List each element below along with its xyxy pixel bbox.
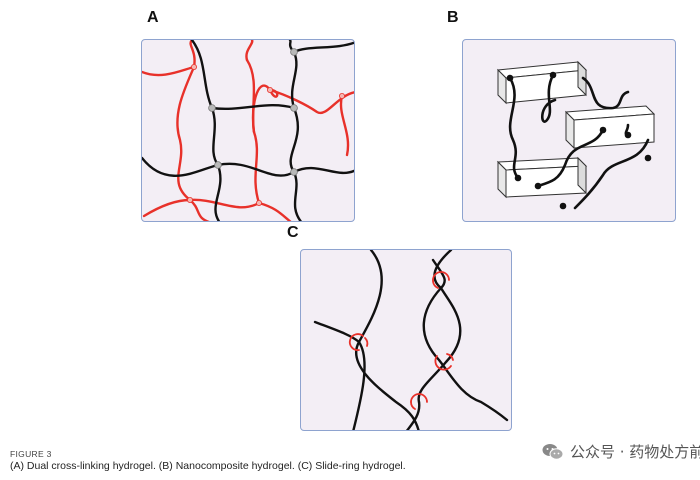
slide-ring [432, 271, 450, 281]
nanosheet-middle [564, 105, 656, 150]
chain-end [549, 71, 557, 79]
red-chain [188, 198, 261, 209]
nanosheet-bottom [496, 156, 588, 199]
red-crosslink-node [338, 93, 345, 100]
black-chain [216, 162, 296, 177]
black-chain [292, 170, 303, 221]
red-chain [176, 65, 196, 202]
slide-ring-network [313, 250, 509, 430]
crosslink-node [290, 104, 298, 112]
crosslink-node [290, 168, 298, 176]
red-crosslink-node [191, 63, 198, 70]
polymer-chain [355, 250, 420, 430]
chain-end [559, 202, 567, 210]
nanocomposite-network [496, 60, 656, 210]
polymer-chain [573, 138, 650, 210]
black-chain [292, 166, 354, 175]
slide-ring [364, 337, 369, 347]
nanosheet-top [496, 60, 588, 105]
black-chain [142, 156, 220, 177]
black-chain [210, 106, 220, 167]
crosslink-node [290, 48, 298, 56]
red-chain [189, 40, 196, 69]
black-chain [210, 104, 296, 110]
chain-end [599, 126, 607, 134]
red-chain [339, 94, 350, 157]
polymer-chain [541, 73, 557, 123]
black-chain [214, 163, 222, 221]
red-chain [142, 198, 192, 218]
black-chain [190, 40, 214, 110]
black-chain [289, 106, 300, 174]
polymer-chain [581, 76, 630, 110]
slide-ring [410, 393, 428, 403]
polymer-chain [313, 320, 366, 430]
slide-ring [348, 333, 364, 351]
black-chain [292, 41, 354, 54]
red-chain [188, 198, 210, 221]
chain-end [644, 154, 652, 162]
dual-crosslink-network [142, 40, 354, 221]
red-crosslink-node [267, 87, 274, 94]
slide-ring [432, 279, 439, 289]
red-chain [142, 65, 196, 77]
chain-end [514, 174, 522, 182]
red-crosslink-node [256, 199, 263, 206]
panel-label-a: A [147, 9, 159, 26]
polymer-chain [508, 76, 520, 180]
chain-end [624, 131, 632, 139]
watermark: 公众号 · 药物处方前研究 [542, 441, 700, 462]
polymer-chain [536, 128, 605, 188]
panel-b-nanocomposite [462, 39, 676, 222]
chain-end [506, 74, 514, 82]
red-chain [257, 201, 292, 221]
red-chain [251, 84, 279, 134]
slide-ring [410, 401, 416, 410]
chain-end [534, 182, 542, 190]
black-chain [290, 50, 298, 110]
polymer-chain [422, 258, 509, 422]
figure-number: FIGURE 3 [10, 449, 52, 459]
red-chain [245, 40, 254, 62]
red-crosslink-node [187, 196, 194, 203]
slide-ring [434, 355, 452, 371]
panel-a-dual-crosslinking [141, 39, 355, 222]
wechat-icon [542, 443, 564, 461]
crosslink-node [214, 161, 222, 169]
panel-label-b: B [447, 9, 459, 26]
panel-c-slide-ring [300, 249, 512, 431]
slide-ring [446, 353, 454, 361]
crosslink-node [208, 104, 216, 112]
watermark-text: 公众号 · 药物处方前研究 [570, 443, 700, 461]
figure-caption: (A) Dual cross-linking hydrogel. (B) Nan… [10, 460, 406, 472]
panel-label-c: C [287, 224, 299, 241]
polymer-chain [406, 400, 421, 430]
